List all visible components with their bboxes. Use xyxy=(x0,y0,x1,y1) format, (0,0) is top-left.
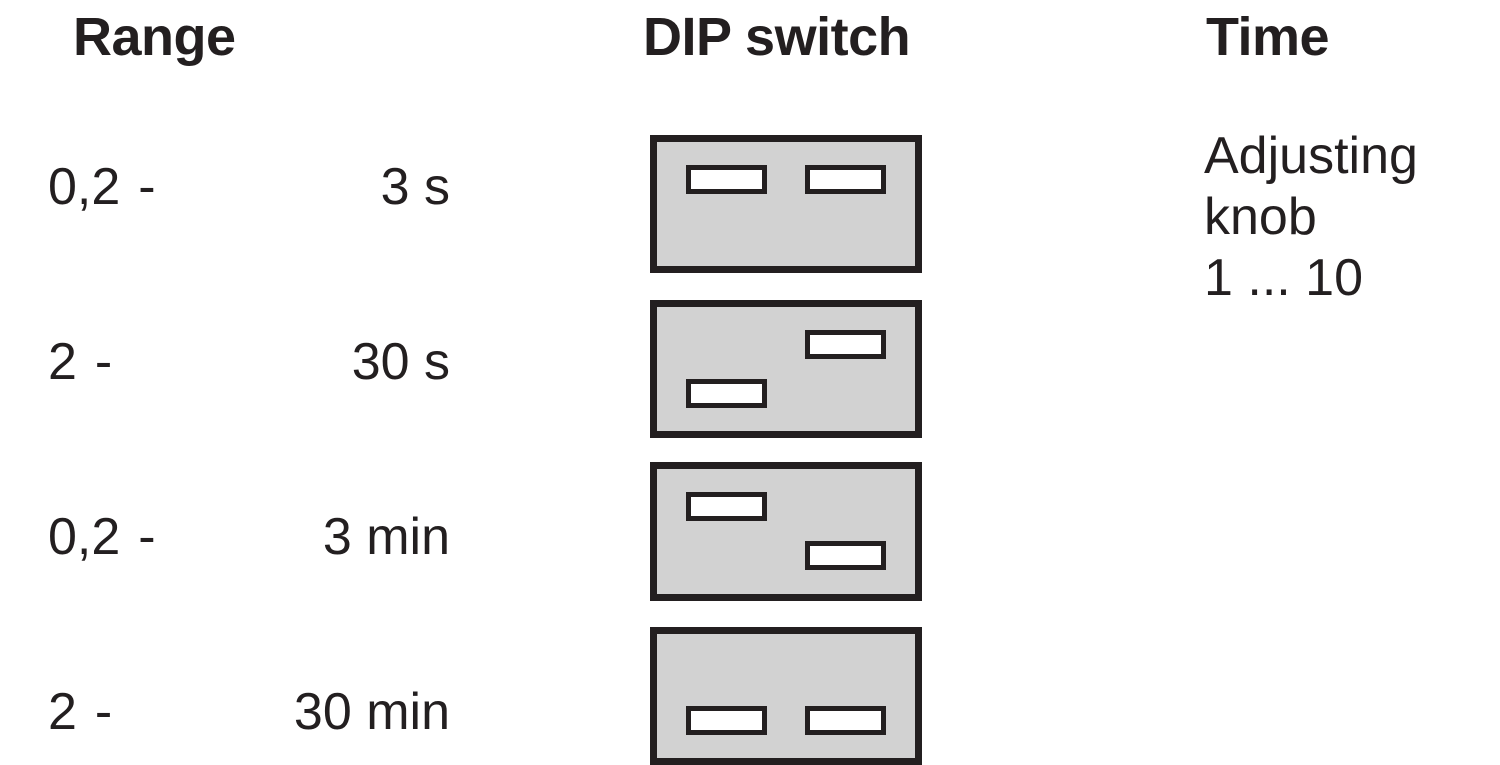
range-to-value: 30 s xyxy=(351,333,450,391)
range-to-value: 3 s xyxy=(380,158,450,216)
range-to-value: 3 min xyxy=(322,508,450,566)
time-line-1: Adjusting xyxy=(1204,127,1418,185)
dip-lever-right[interactable] xyxy=(805,330,886,359)
range-row: 0,2 - 3 min xyxy=(48,505,450,569)
dip-lever-left[interactable] xyxy=(686,492,767,521)
time-line-3: 1 ... 10 xyxy=(1204,249,1363,307)
range-row: 2 - 30 min xyxy=(48,680,450,744)
dip-switch-diagram xyxy=(650,135,922,273)
range-from-value: 0,2 xyxy=(48,158,121,216)
range-dash: - xyxy=(138,158,156,216)
dip-lever-right[interactable] xyxy=(805,165,886,194)
range-dash: - xyxy=(94,683,113,741)
range-from-value: 2 xyxy=(48,333,77,391)
range-row: 2 - 30 s xyxy=(48,330,450,394)
column-header-time: Time xyxy=(1206,7,1330,67)
column-header-range: Range xyxy=(73,7,236,67)
range-from-value: 2 xyxy=(48,683,77,741)
range-dash: - xyxy=(138,508,156,566)
range-row: 0,2 - 3 s xyxy=(48,155,450,219)
range-from-value: 0,2 xyxy=(48,508,121,566)
column-header-dip-switch: DIP switch xyxy=(643,7,911,67)
dip-lever-right[interactable] xyxy=(805,706,886,735)
dip-lever-right[interactable] xyxy=(805,541,886,570)
range-dash: - xyxy=(94,333,113,391)
time-line-2: knob xyxy=(1204,188,1317,246)
dip-switch-diagram xyxy=(650,462,922,601)
dip-lever-left[interactable] xyxy=(686,706,767,735)
dip-lever-left[interactable] xyxy=(686,165,767,194)
dip-switch-diagram xyxy=(650,627,922,765)
range-to-value: 30 min xyxy=(293,683,450,741)
dip-lever-left[interactable] xyxy=(686,379,767,408)
dip-switch-diagram xyxy=(650,300,922,438)
time-description: Adjusting knob 1 ... 10 xyxy=(1204,126,1494,309)
